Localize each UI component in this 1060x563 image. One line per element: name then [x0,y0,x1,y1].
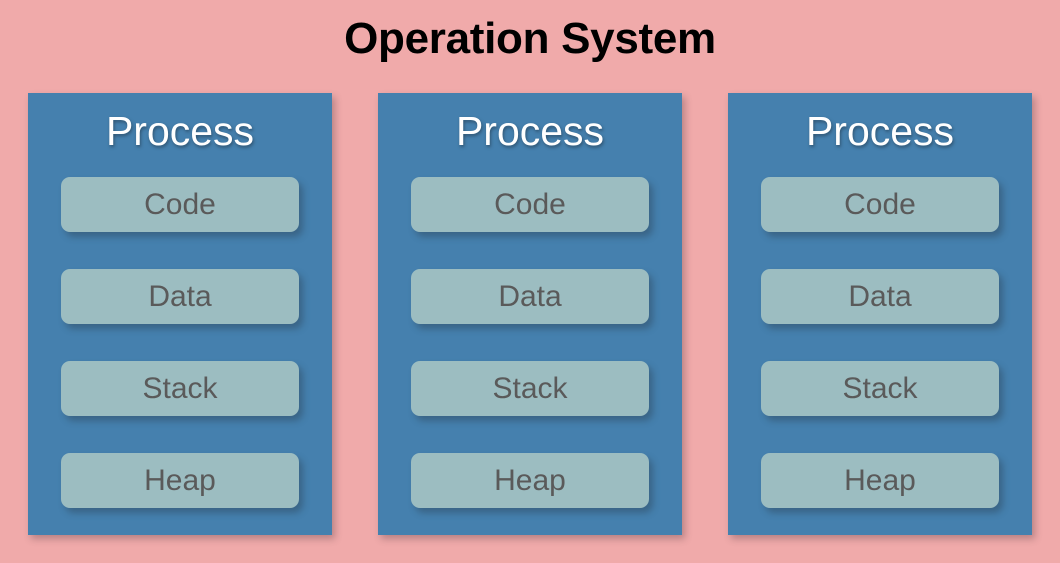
segment-label: Code [494,187,566,221]
process-heading-2: Process [455,108,605,154]
segment-label: Code [844,187,916,221]
process-segments-3: Code Data Stack Heap [761,177,999,508]
process-panel-1: Process Code Data Stack Heap [28,93,332,535]
segment-label: Stack [142,371,218,405]
segment-label: Stack [492,371,568,405]
segment-label: Data [848,279,912,313]
process-heading-3: Process [805,108,955,154]
segment-label: Data [148,279,212,313]
process-heading-1: Process [105,108,255,154]
segment-code-3: Code [761,177,999,232]
segment-code-2: Code [411,177,649,232]
segment-stack-3: Stack [761,361,999,416]
process-panel-2: Process Code Data Stack Heap [378,93,682,535]
segment-data-2: Data [411,269,649,324]
segment-data-1: Data [61,269,299,324]
diagram-title: Operation System [344,14,716,63]
segment-heap-1: Heap [61,453,299,508]
segment-stack-1: Stack [61,361,299,416]
segment-label: Stack [842,371,918,405]
process-segments-1: Code Data Stack Heap [61,177,299,508]
process-row: Process Code Data Stack Heap Process [28,93,1032,535]
segment-label: Heap [494,463,566,497]
segment-heap-2: Heap [411,453,649,508]
process-segments-2: Code Data Stack Heap [411,177,649,508]
segment-label: Code [144,187,216,221]
segment-stack-2: Stack [411,361,649,416]
segment-data-3: Data [761,269,999,324]
segment-code-1: Code [61,177,299,232]
segment-label: Heap [144,463,216,497]
segment-heap-3: Heap [761,453,999,508]
segment-label: Data [498,279,562,313]
process-panel-3: Process Code Data Stack Heap [728,93,1032,535]
segment-label: Heap [844,463,916,497]
